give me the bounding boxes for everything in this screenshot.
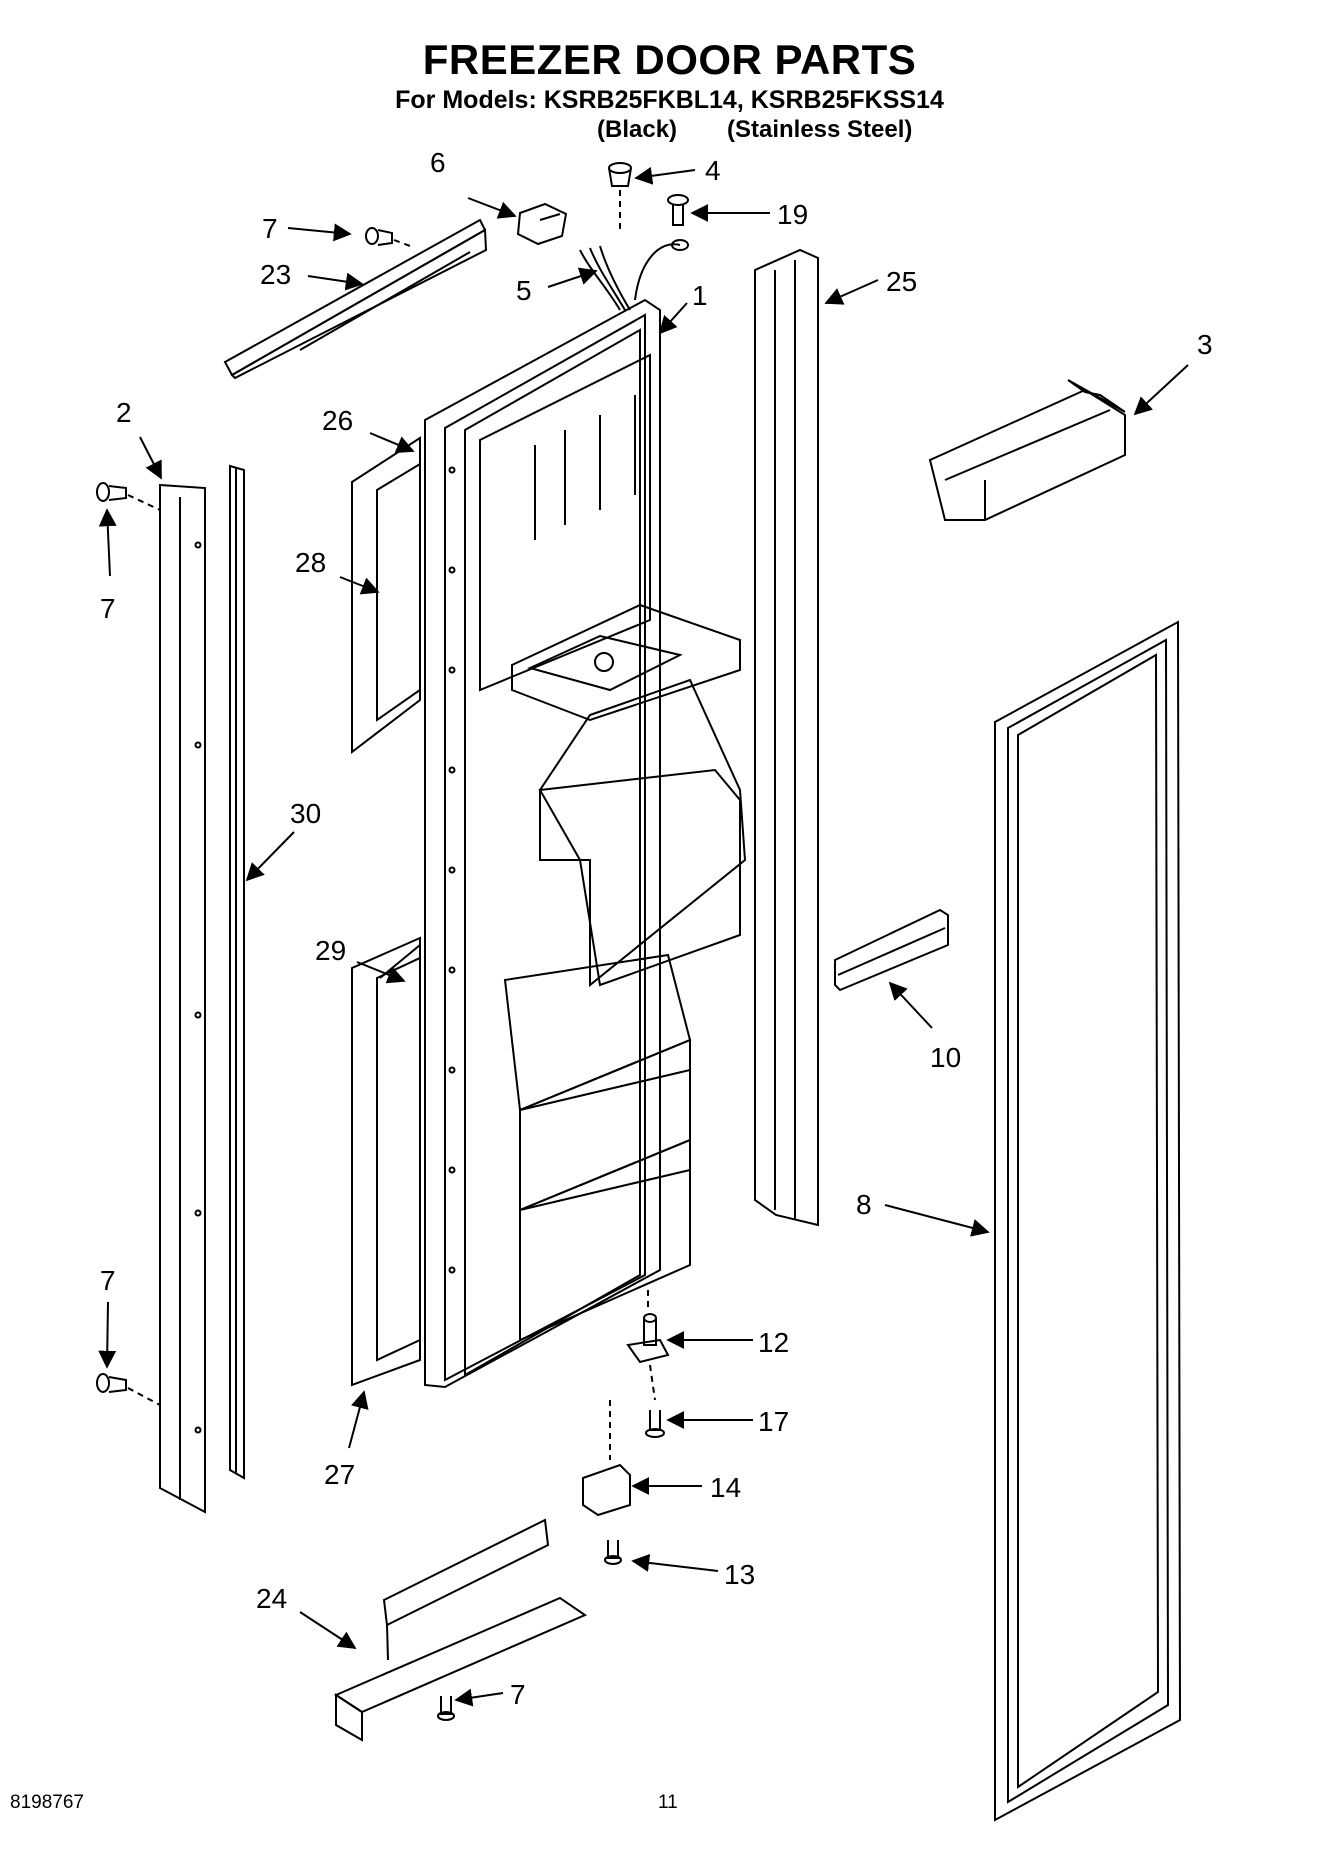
part-8-gasket-frame — [994, 620, 1182, 1822]
part-7-screw-top — [365, 227, 411, 247]
leader-7c — [98, 1301, 117, 1369]
part-23-top-trim — [223, 218, 488, 380]
callout-4: 4 — [705, 155, 721, 186]
part-7-screw-upper-left — [96, 482, 161, 511]
leader-10 — [888, 981, 933, 1029]
leader-7d — [454, 1688, 504, 1707]
callout-7: 7 — [510, 1679, 526, 1710]
leader-27 — [348, 1390, 369, 1449]
callout-5: 5 — [516, 275, 532, 306]
leader-3 — [1133, 364, 1189, 416]
leader-7b — [98, 508, 117, 577]
leader-29 — [356, 961, 406, 984]
part-5-wire-harness — [579, 239, 689, 311]
callout-2: 2 — [116, 397, 132, 428]
variant-stainless-label: (Stainless Steel) — [727, 116, 913, 143]
leader-1 — [658, 302, 688, 335]
leader-5 — [547, 267, 598, 288]
part-4-plug — [608, 162, 632, 232]
callout-13: 13 — [724, 1559, 755, 1590]
callout-23: 23 — [260, 259, 291, 290]
part-17-screw — [645, 1364, 665, 1438]
page-number: 11 — [658, 1792, 678, 1813]
callout-30: 30 — [290, 798, 321, 829]
leader-8 — [884, 1204, 990, 1237]
variant-black-label: (Black) — [597, 116, 678, 143]
leader-25 — [824, 279, 879, 305]
part-2-left-trim — [159, 483, 206, 1514]
callout-1: 1 — [692, 280, 708, 311]
part-10-bracket — [834, 908, 949, 992]
callout-24: 24 — [256, 1583, 287, 1614]
part-7-screw-lower-left — [96, 1373, 161, 1406]
callout-14: 14 — [710, 1472, 741, 1503]
leader-28 — [339, 576, 380, 595]
callout-6: 6 — [430, 147, 446, 178]
part-26-upper-panel — [351, 436, 421, 755]
callout-3: 3 — [1197, 329, 1213, 360]
callout-29: 29 — [315, 935, 346, 966]
part-13-screw — [604, 1540, 622, 1565]
leader-7a — [287, 223, 352, 242]
callout-28: 28 — [295, 547, 326, 578]
callout-7: 7 — [262, 213, 278, 244]
leader-2 — [139, 436, 162, 480]
callout-7: 7 — [100, 593, 116, 624]
page-title: FREEZER DOOR PARTS — [422, 36, 917, 83]
part-3-handle — [928, 379, 1126, 521]
part-12-hinge-pin — [626, 1290, 670, 1364]
part-7-screw-bottom — [437, 1696, 455, 1721]
callout-27: 27 — [324, 1459, 355, 1490]
callout-25: 25 — [886, 266, 917, 297]
callout-10: 10 — [930, 1042, 961, 1073]
part-25-right-trim — [754, 248, 819, 1227]
leader-6 — [467, 197, 517, 219]
leader-24 — [299, 1611, 357, 1649]
callout-7: 7 — [100, 1265, 116, 1296]
part-19-screw — [667, 194, 689, 226]
leader-26 — [369, 432, 415, 454]
document-number: 8198767 — [10, 1792, 84, 1813]
leader-30 — [245, 831, 295, 882]
part-6-connector — [516, 202, 568, 246]
leader-23 — [307, 272, 364, 291]
part-24-bottom-trim — [333, 1518, 588, 1742]
callout-26: 26 — [322, 405, 353, 436]
callout-8: 8 — [856, 1189, 872, 1220]
callout-17: 17 — [758, 1406, 789, 1437]
leader-13 — [631, 1553, 719, 1572]
part-30-seal-strip — [229, 464, 245, 1480]
callout-12: 12 — [758, 1327, 789, 1358]
leader-4 — [634, 166, 696, 185]
model-list: For Models: KSRB25FKBL14, KSRB25FKSS14 — [395, 86, 944, 114]
callout-19: 19 — [777, 199, 808, 230]
part-27-lower-panel — [351, 936, 421, 1387]
part-1-door-assembly — [424, 298, 747, 1389]
part-14-hinge-plate — [582, 1400, 631, 1517]
